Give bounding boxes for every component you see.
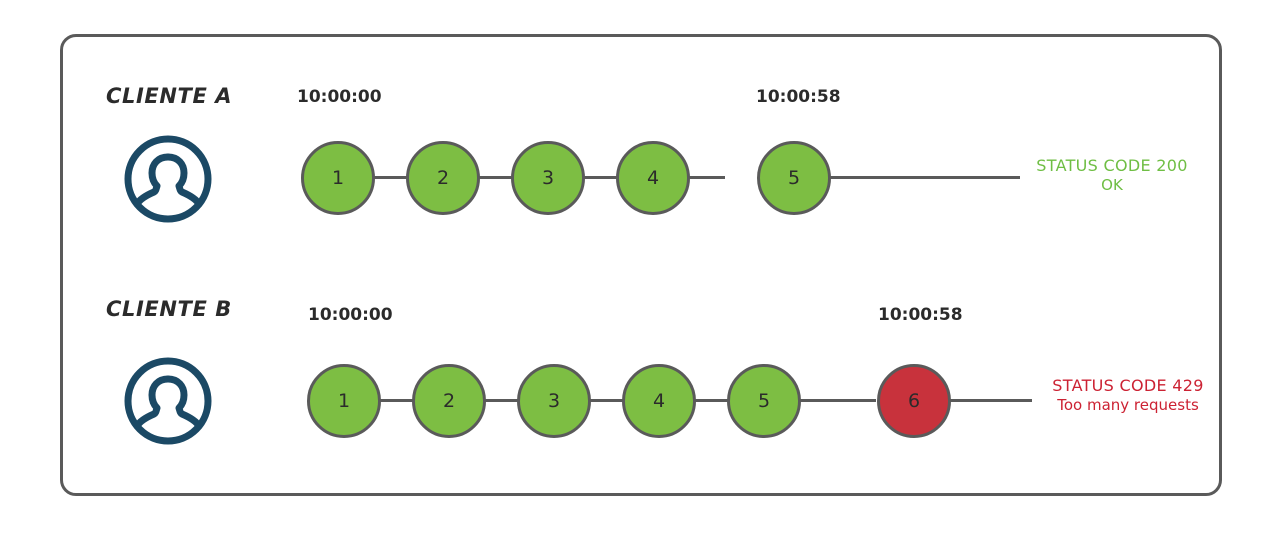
request-node[interactable]: 2: [412, 364, 486, 438]
request-node-label: 1: [337, 390, 351, 412]
request-node[interactable]: 3: [517, 364, 591, 438]
connector-b-4: [693, 399, 731, 402]
connector-b-tail: [950, 399, 1032, 402]
request-node-label: 4: [652, 390, 666, 412]
connector-a-3: [580, 176, 620, 179]
request-node-label: 3: [547, 390, 561, 412]
request-node-label: 5: [787, 167, 801, 189]
request-node[interactable]: 5: [757, 141, 831, 215]
status-text-line-b: Too many requests: [1057, 396, 1199, 414]
request-node[interactable]: 4: [622, 364, 696, 438]
start-timestamp-b: 10:00:00: [308, 305, 393, 325]
request-node[interactable]: 1: [307, 364, 381, 438]
request-node-label: 2: [436, 167, 450, 189]
start-timestamp-a: 10:00:00: [297, 87, 382, 107]
connector-a-1: [370, 176, 410, 179]
request-node-label: 6: [907, 390, 921, 412]
request-node-label: 5: [757, 390, 771, 412]
connector-b-2: [483, 399, 521, 402]
request-node-label: 3: [541, 167, 555, 189]
request-node-rate-limited[interactable]: 6: [877, 364, 951, 438]
request-node-label: 2: [442, 390, 456, 412]
request-node[interactable]: 1: [301, 141, 375, 215]
client-label-b: CLIENTE B: [106, 297, 232, 321]
request-node[interactable]: 3: [511, 141, 585, 215]
end-timestamp-a: 10:00:58: [756, 87, 841, 107]
connector-b-1: [378, 399, 416, 402]
status-badge-a: STATUS CODE 200 OK: [1024, 156, 1200, 195]
request-node[interactable]: 4: [616, 141, 690, 215]
status-code-line-a: STATUS CODE 200: [1036, 156, 1188, 175]
status-badge-b: STATUS CODE 429 Too many requests: [1030, 376, 1226, 415]
connector-a-2: [475, 176, 515, 179]
connector-b-5: [798, 399, 876, 402]
client-label-a: CLIENTE A: [106, 84, 233, 108]
request-node[interactable]: 2: [406, 141, 480, 215]
status-text-line-a: OK: [1101, 176, 1123, 194]
status-code-line-b: STATUS CODE 429: [1052, 376, 1204, 395]
user-avatar-icon-b: [118, 357, 218, 449]
connector-b-3: [588, 399, 626, 402]
end-timestamp-b: 10:00:58: [878, 305, 963, 325]
request-node-label: 1: [331, 167, 345, 189]
user-avatar-icon-a: [118, 135, 218, 227]
connector-a-4: [685, 176, 725, 179]
request-node-label: 4: [646, 167, 660, 189]
connector-a-tail: [830, 176, 1020, 179]
request-node[interactable]: 5: [727, 364, 801, 438]
